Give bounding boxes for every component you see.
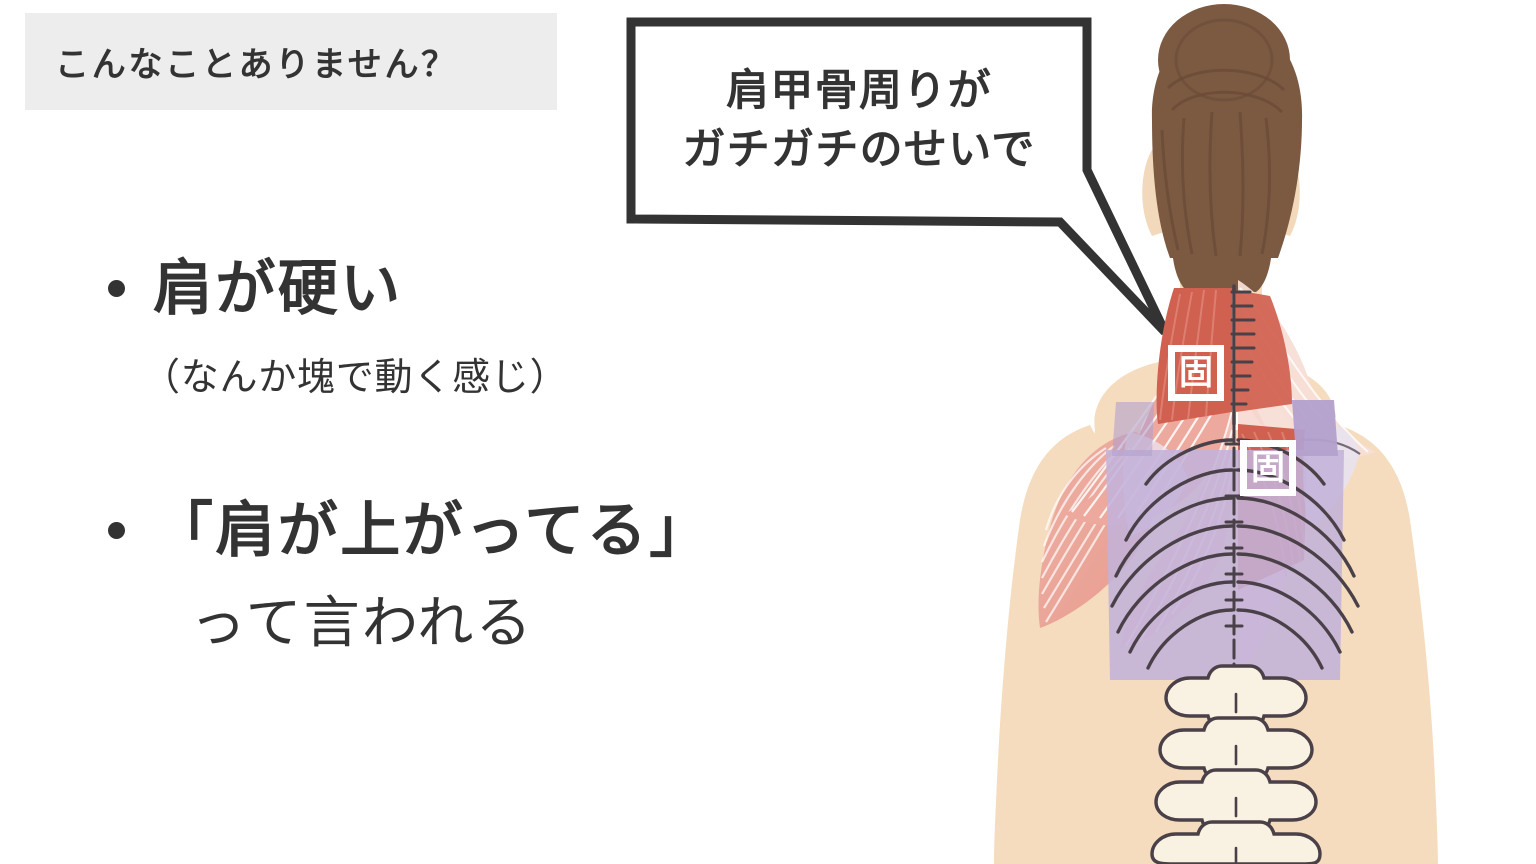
anatomy-svg (994, 4, 1438, 864)
speech-bubble: 肩甲骨周りが ガチガチのせいで (620, 10, 1180, 340)
ribs-left (1110, 438, 1234, 670)
hair (1151, 4, 1303, 292)
skeleton (1110, 284, 1360, 864)
thoracic-spine (1224, 422, 1244, 682)
speech-bubble-text-block: 肩甲骨周りが ガチガチのせいで (631, 22, 1087, 219)
bullet-row-1: 肩が硬い (0, 255, 900, 322)
marker-upper-label: 固 (1179, 354, 1213, 392)
header-chip-label: こんなことありません？ (55, 46, 458, 84)
bullet-item-1: 肩が硬い （なんか塊で動く感じ） (0, 255, 900, 401)
marker-badge-upper-trapezius: 固 (1168, 345, 1224, 401)
bullet-2-main-text: 「肩が上がってる」 (153, 497, 712, 565)
hair-nape (1172, 250, 1272, 292)
header-chip: こんなことありません？ (25, 13, 557, 110)
bullet-row-2: 「肩が上がってる」 (0, 497, 900, 564)
waist-left (1066, 640, 1088, 864)
hair-head (1151, 18, 1303, 258)
symptom-bullet-list: 肩が硬い （なんか塊で動く感じ） 「肩が上がってる」 って言われる (0, 255, 900, 659)
marker-badge-rhomboid: 固 (1240, 440, 1296, 496)
lumbar-vertebra-4 (1150, 820, 1322, 864)
speech-bubble-line-1: 肩甲骨周りが (726, 67, 992, 116)
bra-strap-right (1292, 400, 1338, 456)
highlight-upper-trap-red-right (1236, 290, 1292, 412)
marker-lower-label: 固 (1251, 449, 1285, 487)
bullet-dot-icon (108, 522, 125, 540)
back-anatomy-illustration (940, 0, 1536, 864)
speech-bubble-line-2: ガチガチのせいで (682, 125, 1036, 174)
skin-overlay-hip (1086, 690, 1114, 864)
bullet-item-2: 「肩が上がってる」 って言われる (0, 497, 900, 659)
bullet-dot-icon (108, 280, 125, 298)
bullet-1-sub-text: （なんか塊で動く感じ） (142, 357, 569, 400)
bra-strap-left (1112, 402, 1154, 456)
bullet-2-continuation-text: って言われる (190, 591, 534, 655)
hair-bun-line (1174, 18, 1274, 102)
hair-strands (1160, 68, 1286, 257)
bullet-1-main-text: 肩が硬い (153, 255, 403, 322)
